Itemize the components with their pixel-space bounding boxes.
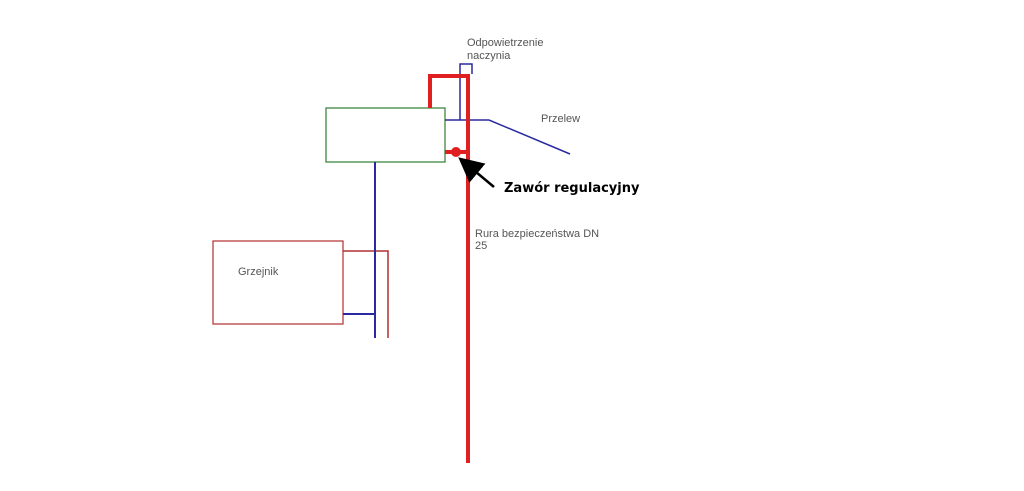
- radiator: [212, 240, 344, 325]
- safety-pipe: [428, 74, 470, 463]
- safety-pipe-label-line1: Rura bezpieczeństwa DN: [475, 228, 599, 240]
- radiator-label: Grzejnik: [238, 266, 279, 278]
- safety-pipe-label-line2: 25: [475, 240, 487, 252]
- overflow-label: Przelew: [541, 113, 580, 125]
- vent-pipe: [459, 63, 473, 120]
- vent-label-line1: Odpowietrzenie: [467, 37, 543, 49]
- vent-label-line2: naczynia: [467, 50, 511, 62]
- arrow-icon: [458, 157, 495, 188]
- expansion-tank: [325, 107, 446, 163]
- valve-label: Zawór regulacyjny: [504, 181, 640, 196]
- overflow-pipe: [445, 119, 571, 155]
- valve-icon: [451, 147, 461, 157]
- radiator-connection-outline: [343, 250, 389, 338]
